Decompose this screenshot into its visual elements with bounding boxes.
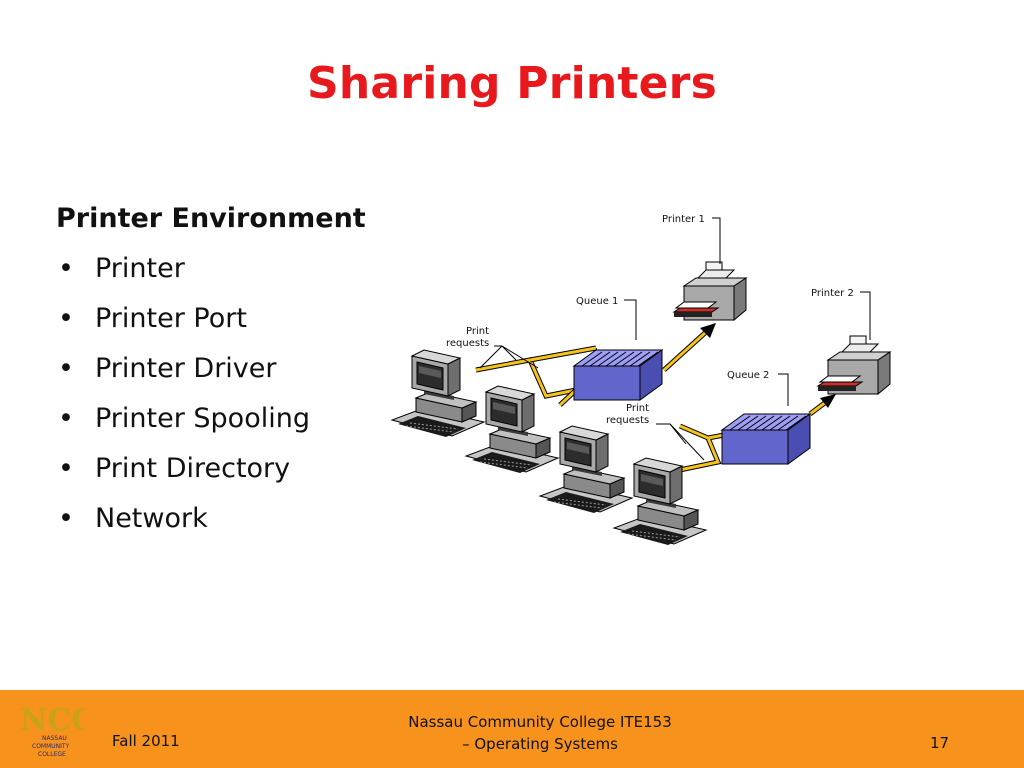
- print-requests-1-line2: requests: [446, 338, 489, 349]
- bullet-list: • Printer • Printer Port • Printer Driver •…: [56, 252, 310, 552]
- bullet-marker: •: [58, 503, 74, 534]
- computer-icon: [539, 425, 633, 514]
- bullet-text: Printer Port: [95, 303, 247, 334]
- bullet-text: Print Directory: [95, 453, 291, 484]
- bullet-text: Printer Spooling: [95, 403, 310, 434]
- logo-letters: NCC: [20, 703, 84, 738]
- page-number: 17: [930, 734, 950, 752]
- print-requests-2-label: Print requests: [606, 403, 652, 426]
- print-requests-2-line2: requests: [606, 415, 649, 426]
- bullet-item: • Network: [56, 502, 310, 552]
- footer-course-line2: – Operating Systems: [462, 735, 618, 753]
- computer-icon: [391, 349, 485, 438]
- bullet-marker: •: [58, 303, 74, 334]
- queue-2-label: Queue 2: [727, 370, 769, 381]
- footer-course: Nassau Community College ITE153 – Operat…: [340, 711, 740, 755]
- slide-footer: NCC NASSAU COMMUNITY COLLEGE Fall 2011 N…: [0, 690, 1024, 768]
- print-requests-1-label: Print requests: [446, 326, 492, 349]
- printer-2-label: Printer 2: [811, 288, 854, 299]
- printer-1-label: Printer 1: [662, 214, 705, 225]
- computer-icon: [465, 385, 559, 474]
- print-requests-1-line1: Print: [466, 326, 489, 337]
- logo-text-line2: COMMUNITY: [32, 743, 70, 750]
- queue-2: [721, 413, 811, 465]
- section-heading: Printer Environment: [56, 203, 366, 234]
- logo-text-line3: COLLEGE: [38, 751, 66, 758]
- bullet-text: Printer: [95, 253, 185, 284]
- bullet-item: • Printer: [56, 252, 310, 302]
- bullet-item: • Printer Spooling: [56, 402, 310, 452]
- college-logo: NCC NASSAU COMMUNITY COLLEGE: [20, 703, 84, 758]
- footer-term: Fall 2011: [112, 732, 180, 750]
- bullet-text: Network: [95, 503, 208, 534]
- computer-icon: [613, 457, 707, 546]
- footer-course-line1: Nassau Community College ITE153: [408, 713, 672, 731]
- bullet-marker: •: [58, 253, 74, 284]
- callout-lines: [479, 217, 871, 461]
- bullet-item: • Printer Driver: [56, 352, 310, 402]
- queue-1: [573, 349, 663, 401]
- printer-1-icon: [673, 261, 747, 321]
- bullet-marker: •: [58, 353, 74, 384]
- printer-2-icon: [817, 335, 891, 395]
- bullet-marker: •: [58, 403, 74, 434]
- bullet-item: • Printer Port: [56, 302, 310, 352]
- bullet-marker: •: [58, 453, 74, 484]
- printer-network-diagram: Printer 1 Printer 2 Queue 1 Queue 2 Prin…: [391, 214, 891, 546]
- bullet-text: Printer Driver: [95, 353, 277, 384]
- logo-text-line1: NASSAU: [42, 735, 67, 742]
- queue-1-label: Queue 1: [576, 296, 618, 307]
- bullet-item: • Print Directory: [56, 452, 310, 502]
- print-requests-2-line1: Print: [626, 403, 649, 414]
- slide-title: Sharing Printers: [307, 58, 717, 109]
